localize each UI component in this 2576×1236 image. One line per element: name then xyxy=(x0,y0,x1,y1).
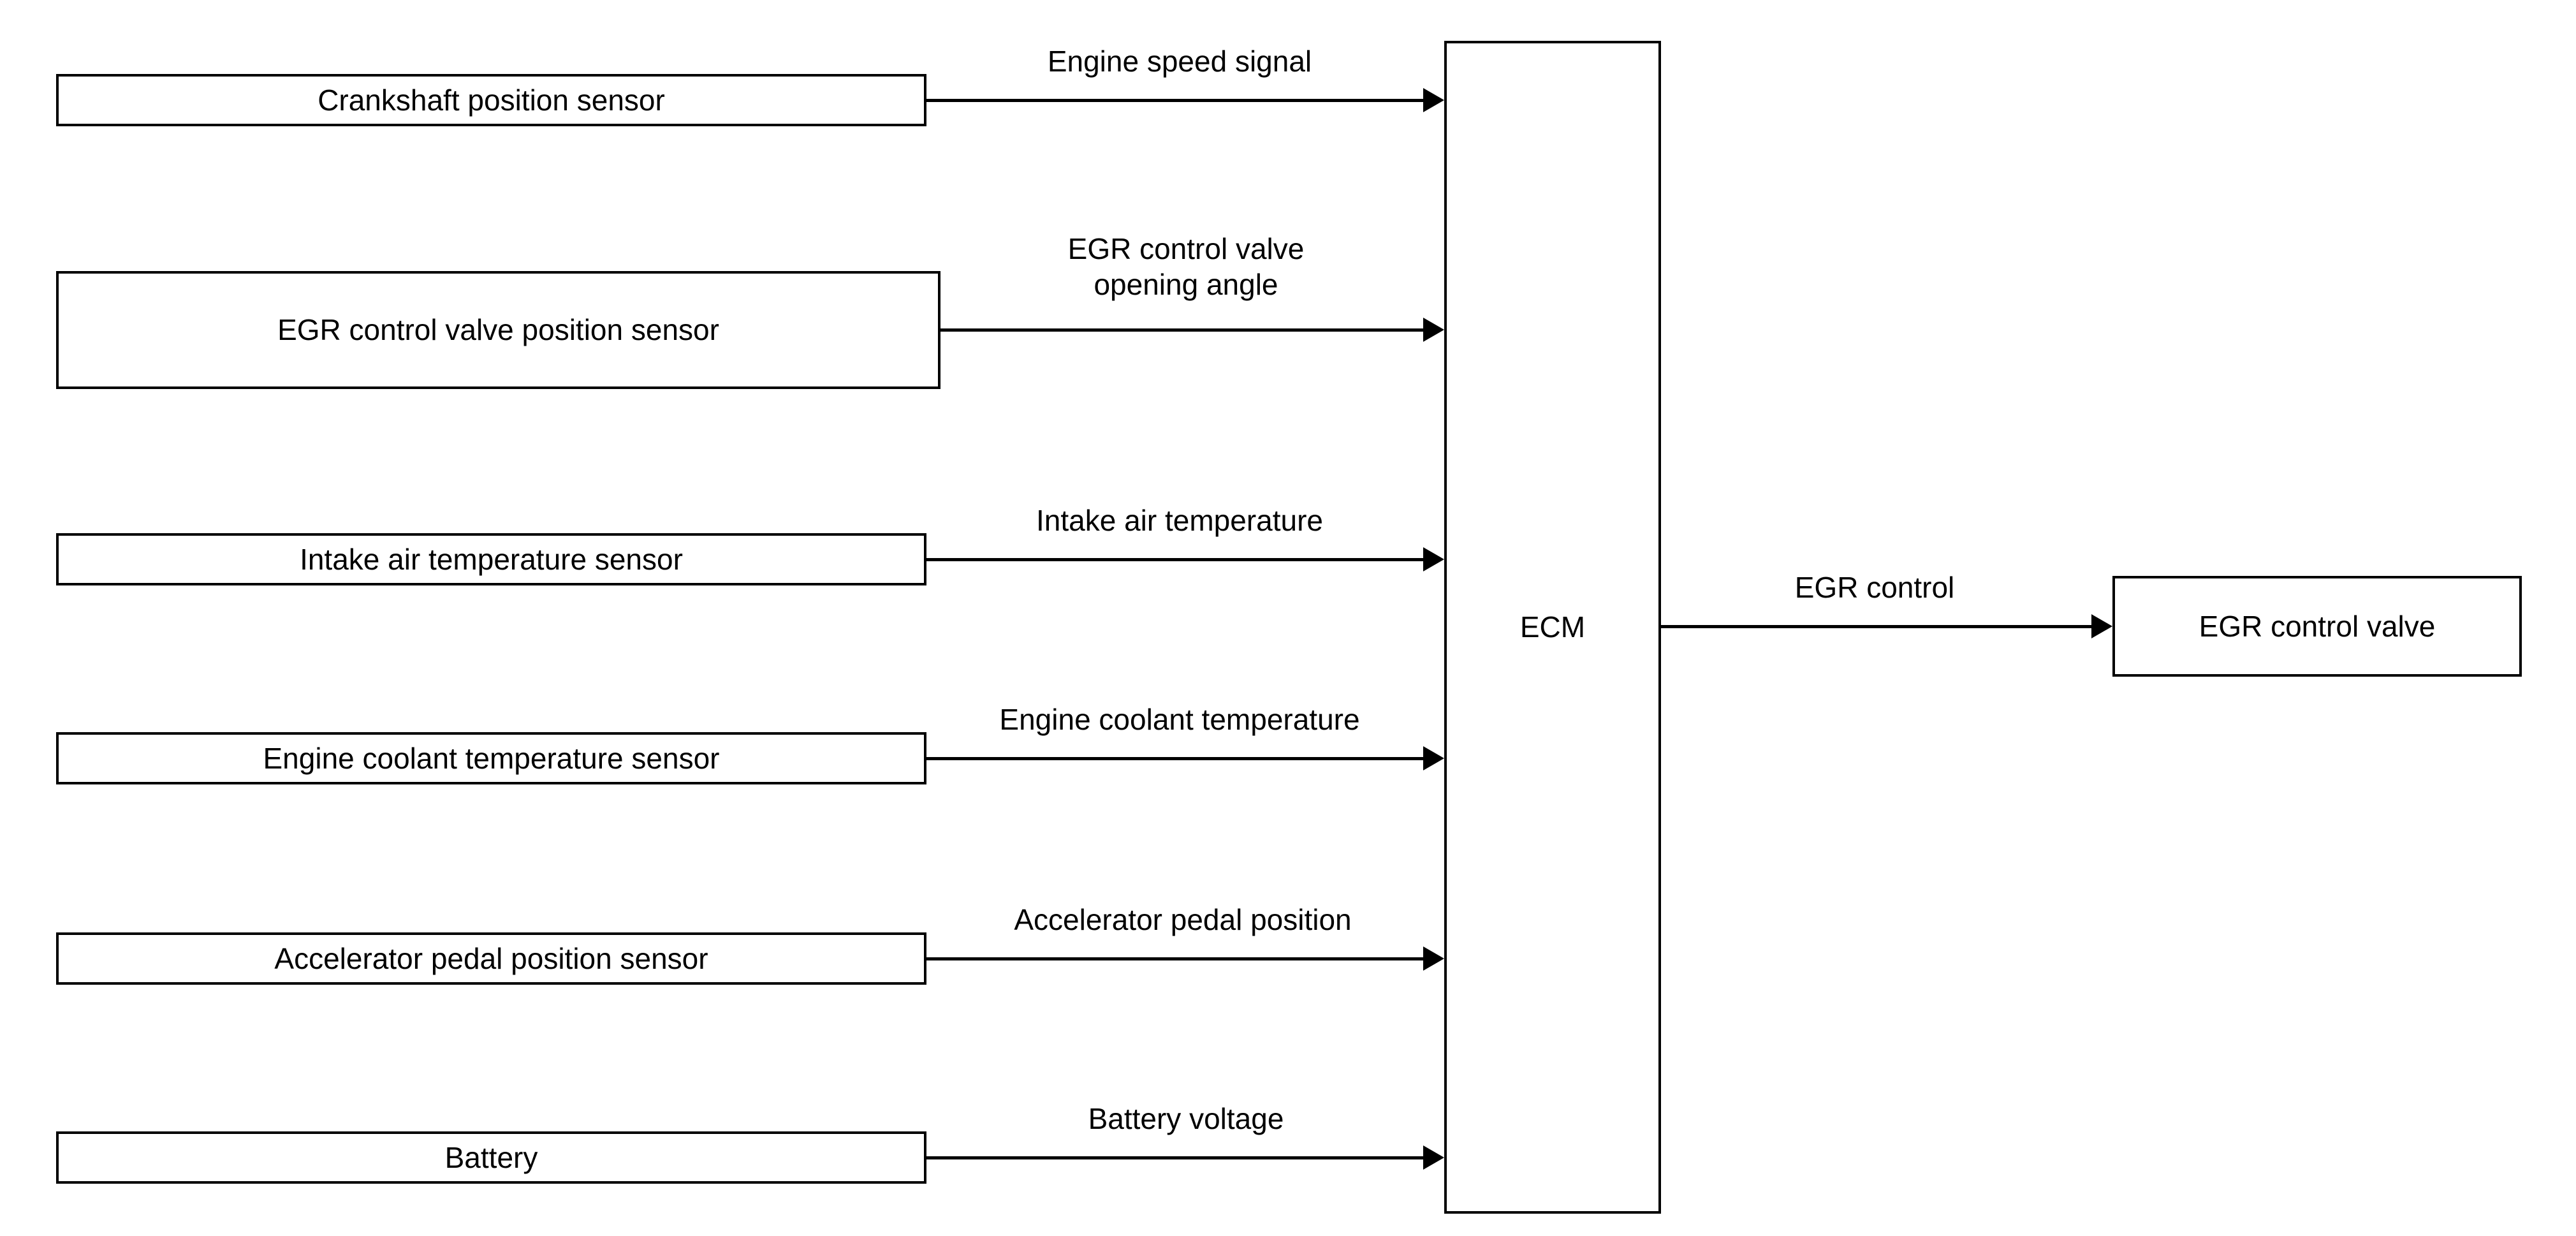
signal-line-engine-coolant-temperature xyxy=(926,757,1423,760)
signal-line-battery-voltage xyxy=(926,1156,1423,1159)
signal-line-intake-air-temperature xyxy=(926,558,1423,561)
sensor-label: Accelerator pedal position sensor xyxy=(274,941,708,975)
signal-line-accelerator-pedal-position xyxy=(926,957,1423,960)
signal-line-egr-control xyxy=(1661,625,2091,628)
arrowhead-engine-coolant-temperature xyxy=(1423,746,1444,770)
sensor-label: Engine coolant temperature sensor xyxy=(263,741,720,775)
arrowhead-egr-control xyxy=(2091,614,2112,638)
arrowhead-accelerator-pedal-position xyxy=(1423,946,1444,971)
sensor-box-engine-coolant-temperature-sensor[interactable]: Engine coolant temperature sensor xyxy=(56,732,926,784)
sensor-box-intake-air-temperature-sensor[interactable]: Intake air temperature sensor xyxy=(56,533,926,585)
signal-label-accelerator-pedal-position: Accelerator pedal position xyxy=(1014,903,1352,936)
arrowhead-battery-voltage xyxy=(1423,1145,1444,1170)
arrowhead-egr-opening-angle xyxy=(1423,318,1444,342)
signal-label-egr-opening-angle: EGR control valve opening angle xyxy=(1067,232,1305,302)
signal-line-engine-speed xyxy=(926,99,1423,102)
sensor-label: EGR control valve position sensor xyxy=(277,313,719,347)
actuator-box-egr-control-valve[interactable]: EGR control valve xyxy=(2112,576,2522,677)
signal-label-engine-speed: Engine speed signal xyxy=(1047,45,1312,78)
sensor-box-crankshaft-position-sensor[interactable]: Crankshaft position sensor xyxy=(56,74,926,126)
sensor-box-accelerator-pedal-position-sensor[interactable]: Accelerator pedal position sensor xyxy=(56,932,926,985)
sensor-label: Crankshaft position sensor xyxy=(318,83,665,117)
sensor-box-battery[interactable]: Battery xyxy=(56,1131,926,1184)
actuator-label: EGR control valve xyxy=(2199,609,2436,643)
arrowhead-intake-air-temperature xyxy=(1423,547,1444,571)
sensor-box-egr-control-valve-position-sensor[interactable]: EGR control valve position sensor xyxy=(56,271,940,389)
sensor-label: Intake air temperature sensor xyxy=(300,542,683,576)
signal-line-egr-opening-angle xyxy=(940,328,1423,332)
signal-label-battery-voltage: Battery voltage xyxy=(1088,1102,1284,1135)
signal-label-intake-air-temperature: Intake air temperature xyxy=(1036,504,1323,537)
sensor-label: Battery xyxy=(444,1140,538,1174)
ecm-box[interactable]: ECM xyxy=(1444,41,1661,1214)
arrowhead-engine-speed xyxy=(1423,88,1444,112)
signal-label-engine-coolant-temperature: Engine coolant temperature xyxy=(999,703,1360,736)
ecm-label: ECM xyxy=(1519,610,1586,644)
signal-label-egr-control: EGR control xyxy=(1794,571,1955,604)
